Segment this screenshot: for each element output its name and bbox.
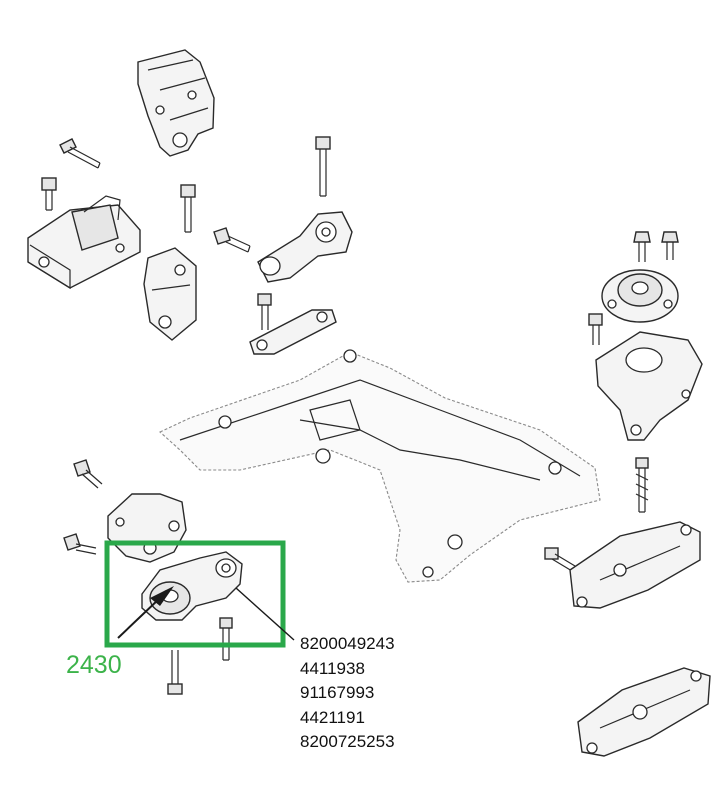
part-number: 91167993 [300,683,375,702]
bolt-lower-left-2 [63,533,97,555]
part-number: 8200725253 [300,732,395,751]
link-bar [249,309,337,355]
reference-number: 2430 [66,651,122,679]
stud-right [635,457,649,513]
right-mount-bracket [595,331,703,441]
pointer-arrow [117,586,174,639]
part-number: 4411938 [300,658,365,678]
bolt-upper-left [59,138,101,169]
right-engine-mount [601,269,679,323]
left-transmission-mount [27,195,141,290]
bolt-right-lower [544,547,576,572]
bolt-link-bar [257,293,272,330]
bolt-rear-1 [219,617,233,661]
subframe [159,349,601,583]
right-bottom-mount [577,667,711,757]
bolt-right-1 [633,231,651,262]
highlight-box [104,540,286,648]
left-mount-bracket [143,247,197,341]
bolt-center-left [180,184,196,233]
bolt-left [41,177,57,211]
bolt-right-side [588,313,603,345]
upper-mount-bracket [137,49,215,157]
bolt-rear-2 [167,650,183,695]
rear-torque-rod [141,551,243,621]
leader-line [235,587,295,641]
rear-mount-bracket [107,493,187,563]
upper-torque-rod [257,211,353,283]
part-number: 4421191 [300,707,365,727]
bolt-right-2 [661,231,679,260]
bolt-angled [213,227,251,253]
part-number-list: 8200049243 4411938 91167993 4421191 8200… [300,632,395,755]
bolt-torque-rod [315,136,331,197]
right-lower-mount [569,521,701,609]
bolt-lower-left-1 [73,459,103,489]
part-number: 8200049243 [300,634,395,653]
